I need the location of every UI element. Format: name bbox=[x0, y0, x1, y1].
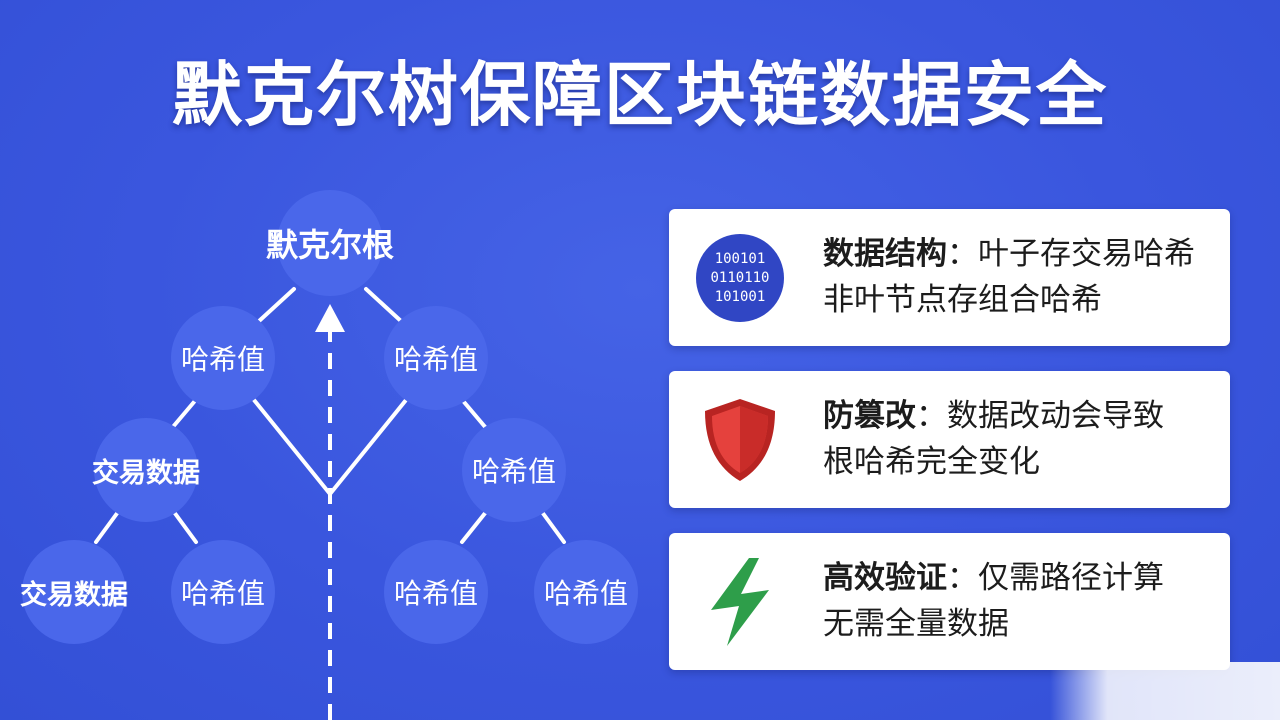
edge-mid-bottom-1 bbox=[460, 510, 488, 544]
card-data-structure: 100101 0110110 101001 数据结构：叶子存交易哈希 非叶节点存… bbox=[669, 209, 1230, 346]
left-hash-label: 哈希值 bbox=[180, 343, 265, 376]
edge-tx-bottom-hash bbox=[172, 510, 198, 544]
merkle-root-node: 默克尔根 bbox=[266, 190, 394, 296]
card-line-1: 叶子存交易哈希 bbox=[978, 236, 1195, 272]
edge-left-hash-tx bbox=[170, 400, 196, 430]
bottom-right-hash-node-1: 哈希值 bbox=[384, 540, 488, 644]
bottom-left-transaction-node: 交易数据 bbox=[20, 540, 128, 644]
left-transaction-label: 交易数据 bbox=[92, 457, 200, 489]
binary-line-3: 101001 bbox=[714, 288, 766, 305]
card-efficient-verification-text: 高效验证：仅需路径计算 无需全量数据 bbox=[823, 555, 1223, 647]
card-line-2: 无需全量数据 bbox=[823, 606, 1009, 642]
card-line-1: 仅需路径计算 bbox=[978, 560, 1164, 596]
shield-icon bbox=[695, 395, 785, 485]
left-transaction-node: 交易数据 bbox=[92, 418, 200, 522]
card-label: 高效验证 bbox=[823, 560, 947, 596]
card-tamper-proof: 防篡改：数据改动会导致 根哈希完全变化 bbox=[669, 371, 1230, 508]
card-separator: ： bbox=[916, 398, 947, 434]
card-line-2: 根哈希完全变化 bbox=[823, 444, 1040, 480]
card-line-1: 数据改动会导致 bbox=[947, 398, 1164, 434]
bottom-right-hash-label-1: 哈希值 bbox=[393, 577, 478, 610]
bottom-right-hash-node-2: 哈希值 bbox=[534, 540, 638, 644]
binary-icon: 100101 0110110 101001 bbox=[695, 233, 785, 323]
edge-mid-bottom-2 bbox=[540, 510, 566, 544]
merkle-tree-diagram: 默克尔根 哈希值 哈希值 交易数据 哈希值 交易数据 哈希值 哈希值 哈希值 bbox=[20, 190, 638, 720]
lightning-icon bbox=[695, 557, 785, 647]
left-hash-node: 哈希值 bbox=[171, 306, 275, 410]
watermark-overlay bbox=[1050, 662, 1280, 720]
edge-root-left bbox=[256, 287, 296, 324]
card-label: 防篡改 bbox=[823, 398, 916, 434]
card-separator: ： bbox=[947, 560, 978, 596]
bottom-left-hash-label: 哈希值 bbox=[180, 577, 265, 610]
bottom-left-transaction-label: 交易数据 bbox=[20, 579, 128, 611]
binary-line-2: 0110110 bbox=[710, 269, 770, 286]
card-label: 数据结构 bbox=[823, 236, 947, 272]
right-hash-node: 哈希值 bbox=[384, 306, 488, 410]
binary-line-1: 100101 bbox=[714, 250, 766, 267]
edge-tx-bottom-left bbox=[94, 510, 120, 544]
tree-connectors bbox=[94, 287, 566, 720]
right-mid-hash-label: 哈希值 bbox=[471, 455, 556, 488]
verification-arrow-head bbox=[315, 304, 345, 332]
bottom-right-hash-label-2: 哈希值 bbox=[543, 577, 628, 610]
page-title: 默克尔树保障区块链数据安全 bbox=[172, 54, 1108, 136]
card-efficient-verification: 高效验证：仅需路径计算 无需全量数据 bbox=[669, 533, 1230, 670]
card-tamper-proof-text: 防篡改：数据改动会导致 根哈希完全变化 bbox=[823, 393, 1223, 485]
bottom-left-hash-node: 哈希值 bbox=[171, 540, 275, 644]
right-mid-hash-node: 哈希值 bbox=[462, 418, 566, 522]
right-hash-label: 哈希值 bbox=[393, 343, 478, 376]
edge-right-hash-mid bbox=[462, 400, 488, 430]
merkle-root-label: 默克尔根 bbox=[266, 226, 395, 264]
card-line-2: 非叶节点存组合哈希 bbox=[823, 282, 1102, 318]
card-separator: ： bbox=[947, 236, 978, 272]
edge-root-right bbox=[364, 287, 404, 324]
card-data-structure-text: 数据结构：叶子存交易哈希 非叶节点存组合哈希 bbox=[823, 231, 1223, 323]
